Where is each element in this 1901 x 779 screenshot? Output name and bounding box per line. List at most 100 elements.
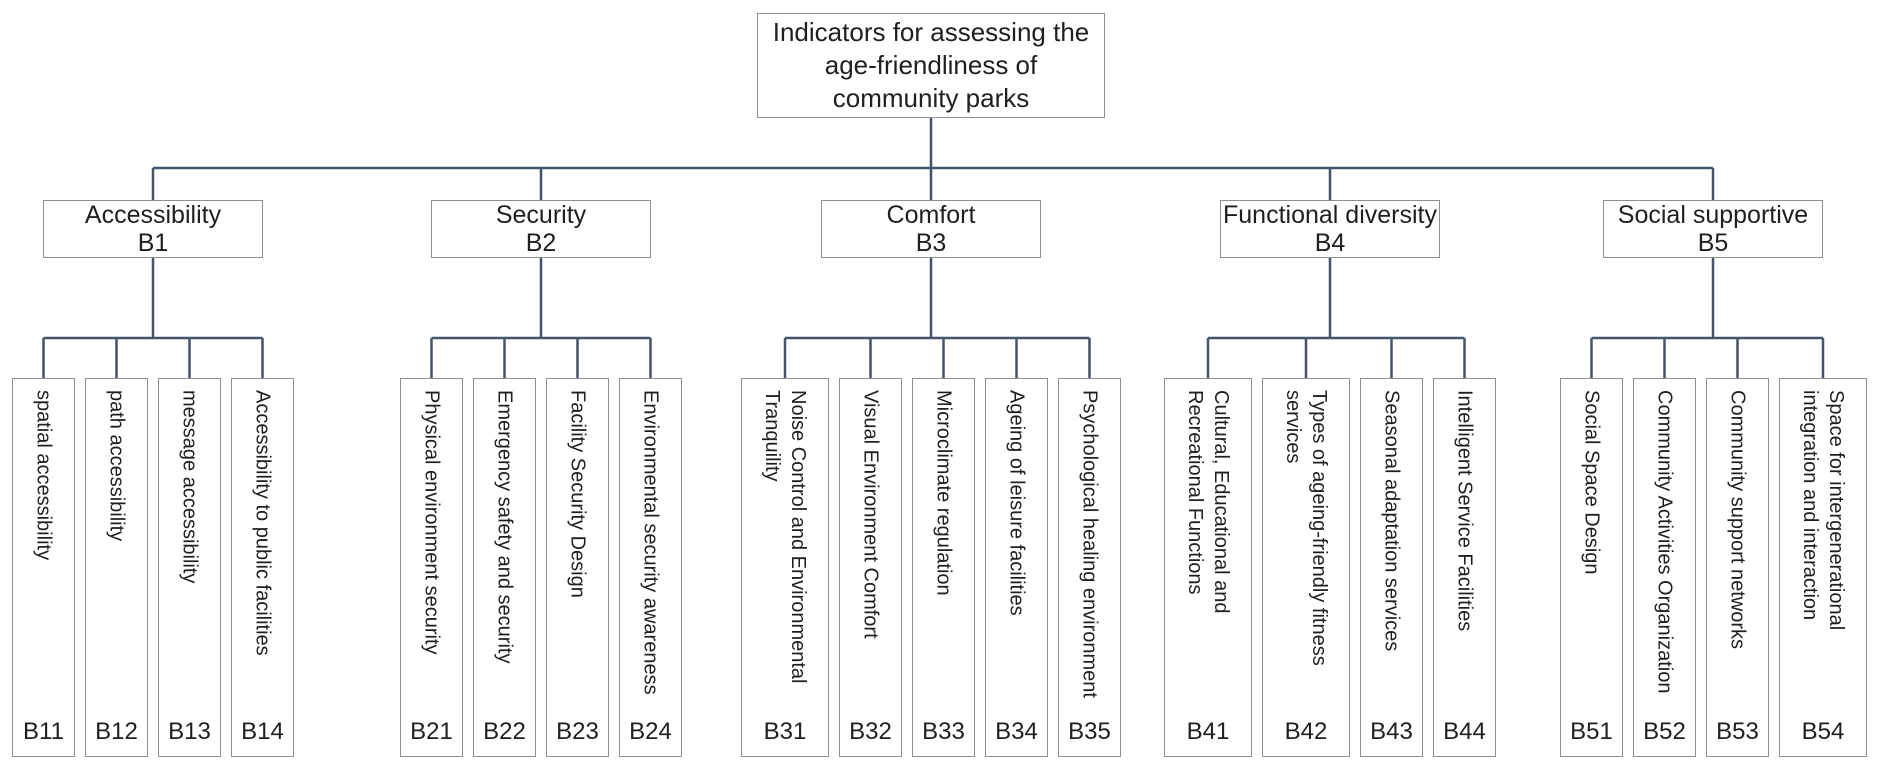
- group-node-b2: Security B2: [431, 200, 651, 258]
- group-label: Comfort: [886, 201, 976, 229]
- leaf-label: Types of ageing-friendly fitness service…: [1282, 390, 1330, 666]
- leaf-node-b33: Microclimate regulation B33: [912, 378, 975, 757]
- leaf-code: B31: [763, 718, 807, 745]
- leaf-code: B11: [23, 718, 64, 745]
- leaf-node-b43: Seasonal adaptation services B43: [1360, 378, 1423, 757]
- leaf-label: Seasonal adaptation services: [1380, 390, 1403, 652]
- leaf-label-wrap: Seasonal adaptation services: [1361, 390, 1422, 708]
- leaf-node-b22: Emergency safety and security B22: [473, 378, 536, 757]
- leaf-node-b35: Psychological healing environment B35: [1058, 378, 1121, 757]
- leaf-code: B41: [1186, 718, 1230, 745]
- leaf-label: Psychological healing environment: [1078, 390, 1101, 698]
- leaf-code: B12: [95, 718, 138, 745]
- leaf-node-b53: Community support networks B53: [1706, 378, 1769, 757]
- leaf-code: B54: [1801, 718, 1845, 745]
- leaf-node-b51: Social Space Design B51: [1560, 378, 1623, 757]
- group-label: Security: [495, 201, 587, 229]
- leaf-node-b44: Intelligent Service Facilities B44: [1433, 378, 1496, 757]
- group-label: Accessibility: [84, 201, 222, 229]
- leaf-label: Space for intergenerational integration …: [1799, 390, 1847, 631]
- group-node-b1: Accessibility B1: [43, 200, 263, 258]
- leaf-node-b24: Environmental security awareness B24: [619, 378, 682, 757]
- leaf-code: B52: [1643, 718, 1686, 745]
- leaf-label-wrap: Visual Environment Comfort: [840, 390, 901, 708]
- leaf-node-b31: Noise Control and Environmental Tranquil…: [741, 378, 829, 757]
- leaf-label: Social Space Design: [1580, 390, 1603, 575]
- leaf-label: Community support networks: [1726, 390, 1749, 649]
- leaf-label-wrap: path accessibility: [86, 390, 147, 708]
- leaf-label-wrap: spatial accessibility: [13, 390, 74, 708]
- leaf-label: Cultural, Educational and Recreational F…: [1184, 390, 1232, 614]
- leaf-label: Emergency safety and security: [493, 390, 516, 664]
- leaf-node-b11: spatial accessibility B11: [12, 378, 75, 757]
- leaf-label-wrap: Ageing of leisure facilities: [986, 390, 1047, 708]
- leaf-label-wrap: Physical environment security: [401, 390, 462, 708]
- group-code: B3: [915, 229, 947, 257]
- leaf-label: Physical environment security: [420, 390, 443, 655]
- leaf-code: B43: [1370, 718, 1413, 745]
- group-code: B1: [137, 229, 169, 257]
- leaf-node-b54: Space for intergenerational integration …: [1779, 378, 1867, 757]
- leaf-label: spatial accessibility: [32, 390, 55, 561]
- group-node-b4: Functional diversity B4: [1220, 200, 1440, 258]
- leaf-label: Visual Environment Comfort: [859, 390, 882, 639]
- leaf-code: B51: [1570, 718, 1613, 745]
- leaf-code: B42: [1284, 718, 1328, 745]
- leaf-code: B35: [1068, 718, 1111, 745]
- leaf-code: B14: [241, 718, 284, 745]
- leaf-label-wrap: Microclimate regulation: [913, 390, 974, 708]
- leaf-label: message accessibility: [178, 390, 201, 584]
- leaf-label-wrap: Intelligent Service Facilities: [1434, 390, 1495, 708]
- group-label: Social supportive: [1617, 201, 1809, 229]
- leaf-label-wrap: Cultural, Educational and Recreational F…: [1165, 390, 1251, 708]
- leaf-code: B32: [849, 718, 892, 745]
- root-node: Indicators for assessing the age-friendl…: [757, 13, 1105, 118]
- leaf-code: B13: [168, 718, 211, 745]
- leaf-label-wrap: Environmental security awareness: [620, 390, 681, 708]
- leaf-code: B44: [1443, 718, 1486, 745]
- leaf-node-b23: Facility Security Design B23: [546, 378, 609, 757]
- leaf-code: B21: [410, 718, 453, 745]
- leaf-label: Accessibility to public facilities: [251, 390, 274, 656]
- leaf-label-wrap: Facility Security Design: [547, 390, 608, 708]
- leaf-node-b13: message accessibility B13: [158, 378, 221, 757]
- leaf-label: Intelligent Service Facilities: [1453, 390, 1476, 632]
- leaf-node-b32: Visual Environment Comfort B32: [839, 378, 902, 757]
- leaf-label-wrap: Noise Control and Environmental Tranquil…: [742, 390, 828, 708]
- leaf-label-wrap: Community support networks: [1707, 390, 1768, 708]
- leaf-label: Facility Security Design: [566, 390, 589, 598]
- group-code: B4: [1314, 229, 1346, 257]
- leaf-label-wrap: Space for intergenerational integration …: [1780, 390, 1866, 708]
- leaf-code: B24: [629, 718, 672, 745]
- leaf-code: B53: [1716, 718, 1759, 745]
- root-node-label: Indicators for assessing the age-friendl…: [772, 16, 1090, 113]
- leaf-code: B34: [995, 718, 1038, 745]
- group-node-b5: Social supportive B5: [1603, 200, 1823, 258]
- leaf-label: Microclimate regulation: [932, 390, 955, 596]
- leaf-label-wrap: Emergency safety and security: [474, 390, 535, 708]
- leaf-label-wrap: Accessibility to public facilities: [232, 390, 293, 708]
- leaf-label: Ageing of leisure facilities: [1005, 390, 1028, 616]
- leaf-code: B23: [556, 718, 599, 745]
- leaf-label-wrap: Social Space Design: [1561, 390, 1622, 708]
- leaf-node-b21: Physical environment security B21: [400, 378, 463, 757]
- leaf-label-wrap: message accessibility: [159, 390, 220, 708]
- leaf-node-b52: Community Activities Organization B52: [1633, 378, 1696, 757]
- leaf-label: Environmental security awareness: [639, 390, 662, 695]
- leaf-label: path accessibility: [105, 390, 128, 542]
- leaf-node-b34: Ageing of leisure facilities B34: [985, 378, 1048, 757]
- leaf-label-wrap: Community Activities Organization: [1634, 390, 1695, 708]
- group-code: B5: [1697, 229, 1729, 257]
- leaf-node-b14: Accessibility to public facilities B14: [231, 378, 294, 757]
- leaf-code: B33: [922, 718, 965, 745]
- group-label: Functional diversity: [1223, 201, 1437, 229]
- leaf-node-b12: path accessibility B12: [85, 378, 148, 757]
- leaf-node-b41: Cultural, Educational and Recreational F…: [1164, 378, 1252, 757]
- leaf-code: B22: [483, 718, 526, 745]
- leaf-label-wrap: Psychological healing environment: [1059, 390, 1120, 708]
- leaf-label: Community Activities Organization: [1653, 390, 1676, 694]
- leaf-label: Noise Control and Environmental Tranquil…: [761, 390, 809, 684]
- leaf-label-wrap: Types of ageing-friendly fitness service…: [1263, 390, 1349, 708]
